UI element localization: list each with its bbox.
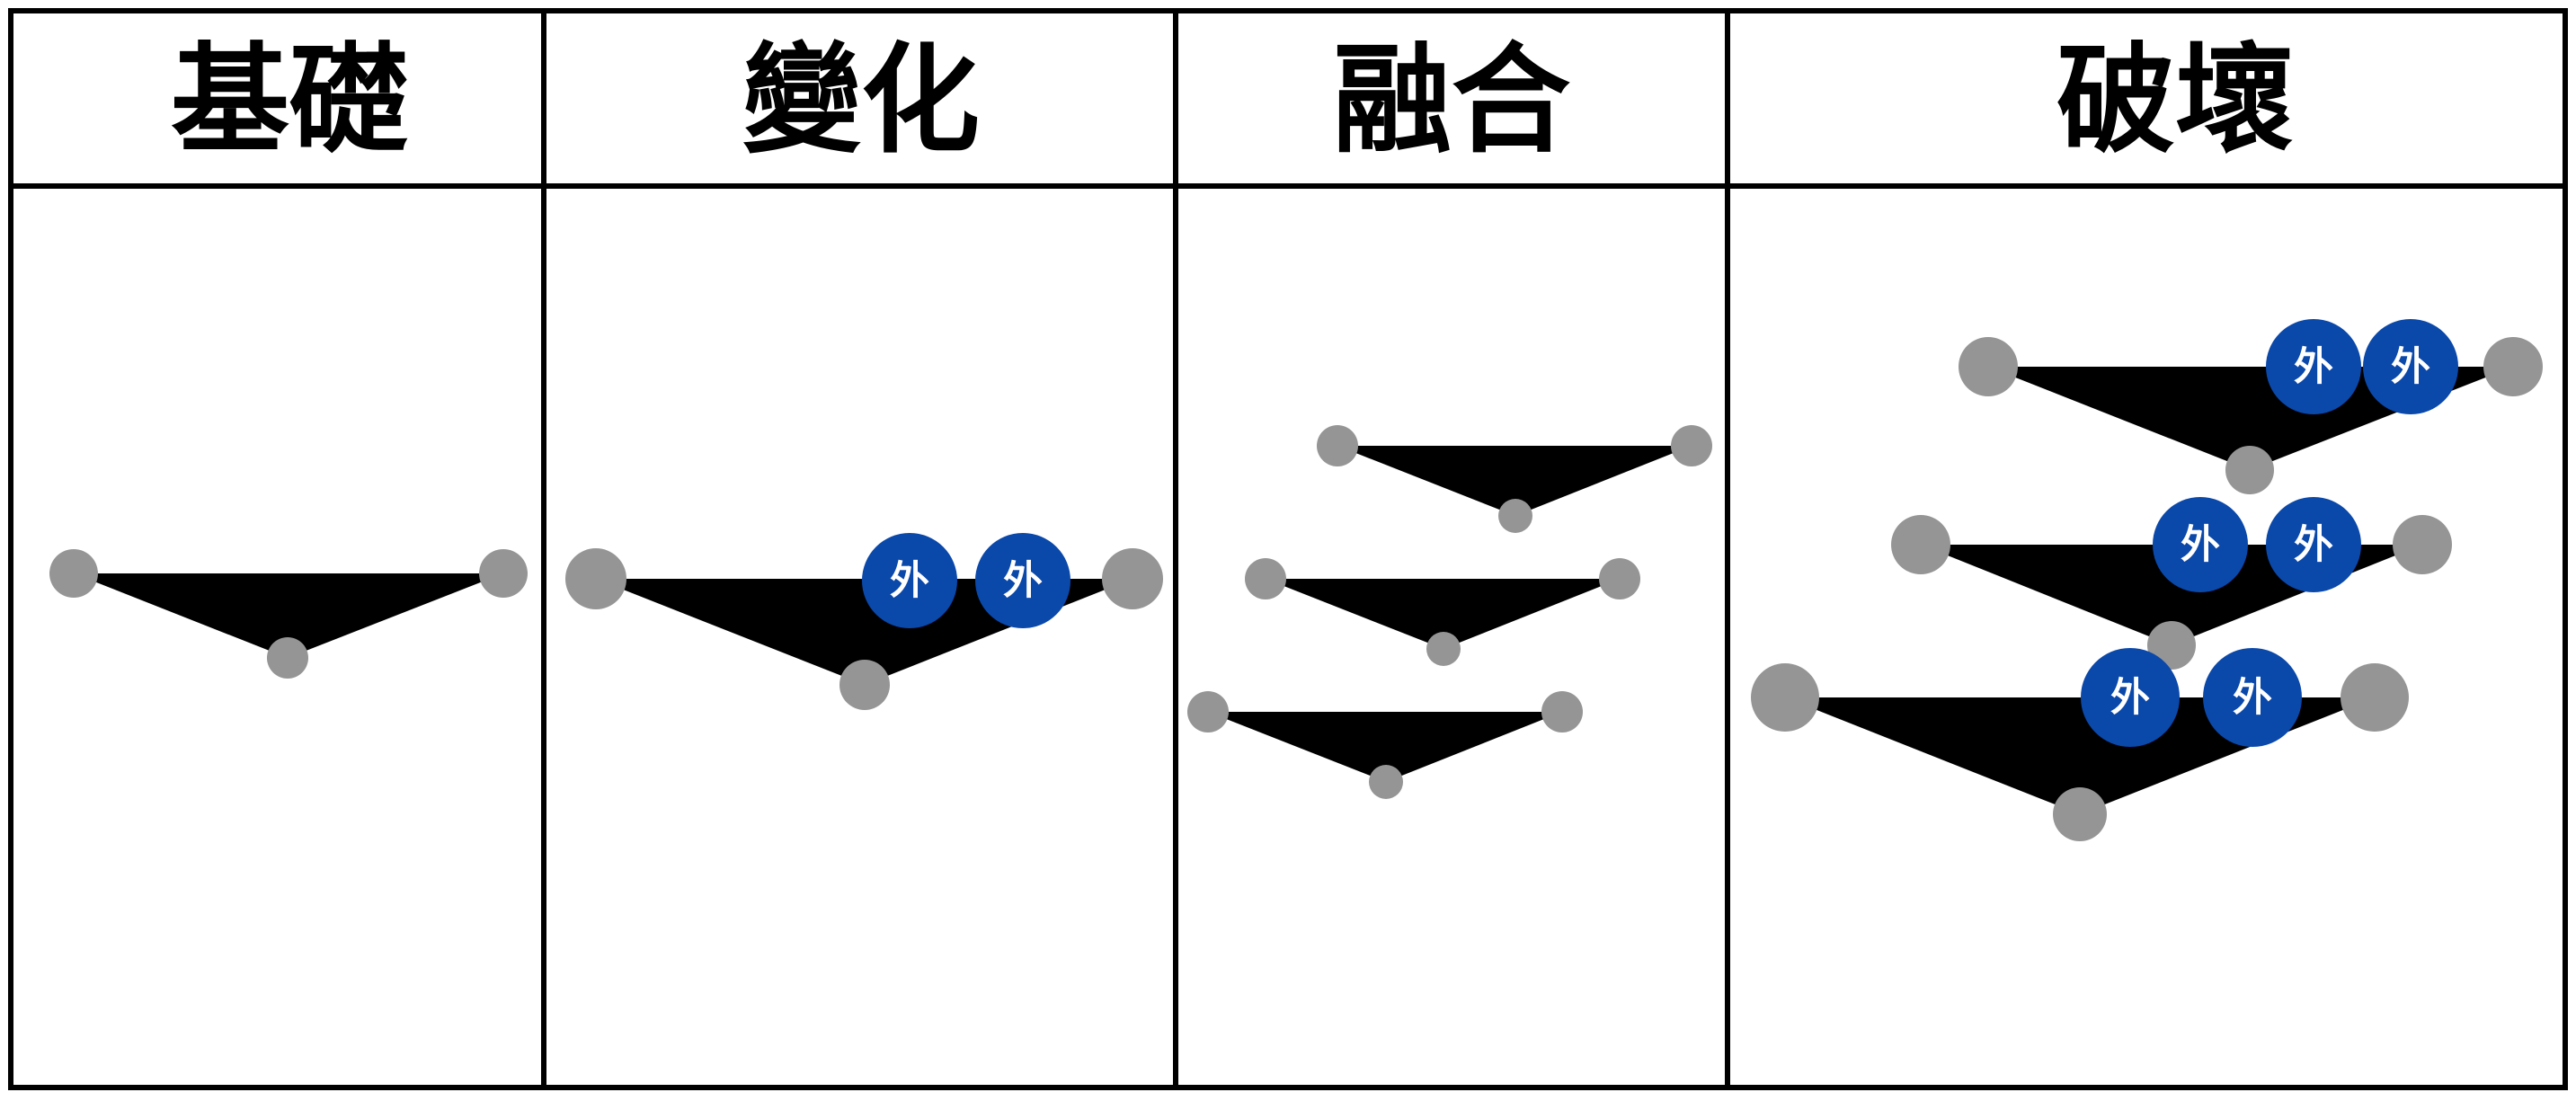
external-badge — [2266, 319, 2361, 414]
triangle-group — [49, 549, 528, 679]
external-badge-label: 外 — [890, 558, 929, 604]
column-headers: 基礎 變化 融合 破壞 — [171, 31, 2294, 170]
triangle-group: 外 外 — [1751, 648, 2409, 841]
triangle-shape — [1337, 446, 1692, 516]
node-right — [2341, 663, 2409, 732]
column-fusion-diagram — [1187, 425, 1712, 799]
external-badge — [2203, 648, 2302, 747]
external-badge-label: 外 — [2294, 344, 2333, 390]
node-left — [1751, 663, 1819, 732]
external-badge — [2153, 497, 2248, 592]
table-grid — [8, 8, 2568, 1090]
column-breakdown-diagram: 外 外 外 外 外 外 — [1751, 319, 2543, 841]
node-bottom — [1369, 765, 1403, 799]
node-bottom — [1498, 499, 1532, 533]
node-left — [1891, 515, 1950, 574]
header-fusion: 融合 — [1333, 31, 1570, 170]
node-right — [1671, 425, 1712, 466]
node-bottom — [2225, 446, 2274, 494]
node-left — [1959, 337, 2018, 396]
header-basic: 基礎 — [171, 31, 408, 170]
triangle-group: 外 外 — [565, 533, 1163, 710]
triangle-group: 外 外 — [1959, 319, 2543, 494]
external-badge — [2363, 319, 2458, 414]
node-right — [2483, 337, 2543, 396]
node-left — [1317, 425, 1358, 466]
external-badge — [2081, 648, 2180, 747]
external-badge — [975, 533, 1070, 628]
triangle-shape — [74, 573, 503, 658]
column-basic-diagram — [49, 549, 528, 679]
external-badge — [862, 533, 957, 628]
node-bottom — [1426, 632, 1461, 666]
external-badge-label: 外 — [1003, 558, 1043, 604]
header-breakdown: 破壞 — [2056, 31, 2294, 170]
node-bottom — [2053, 787, 2107, 841]
column-variation-diagram: 外 外 — [565, 533, 1163, 710]
triangle-group — [1245, 558, 1640, 666]
external-badge-label: 外 — [2233, 675, 2272, 721]
header-variation: 變化 — [742, 31, 980, 170]
external-badge-label: 外 — [2294, 522, 2333, 568]
external-badge-label: 外 — [2391, 344, 2430, 390]
triangle-group — [1317, 425, 1712, 533]
node-right — [1102, 548, 1163, 609]
external-badge-label: 外 — [2110, 675, 2150, 721]
node-bottom — [267, 637, 308, 679]
triangle-group — [1187, 691, 1583, 799]
table-border — [8, 8, 2568, 1090]
node-left — [1187, 691, 1229, 733]
node-bottom — [839, 660, 890, 710]
node-right — [1599, 558, 1640, 599]
node-left — [565, 548, 626, 609]
external-badge-label: 外 — [2181, 522, 2220, 568]
triangle-group: 外 外 — [1891, 497, 2452, 670]
external-badge — [2266, 497, 2361, 592]
node-right — [479, 549, 528, 598]
node-bottom — [2147, 621, 2196, 670]
node-left — [1245, 558, 1286, 599]
triangle-shape — [1208, 712, 1562, 782]
node-left — [49, 549, 98, 598]
triangle-shape — [1266, 579, 1620, 649]
node-right — [2393, 515, 2452, 574]
node-right — [1541, 691, 1583, 733]
